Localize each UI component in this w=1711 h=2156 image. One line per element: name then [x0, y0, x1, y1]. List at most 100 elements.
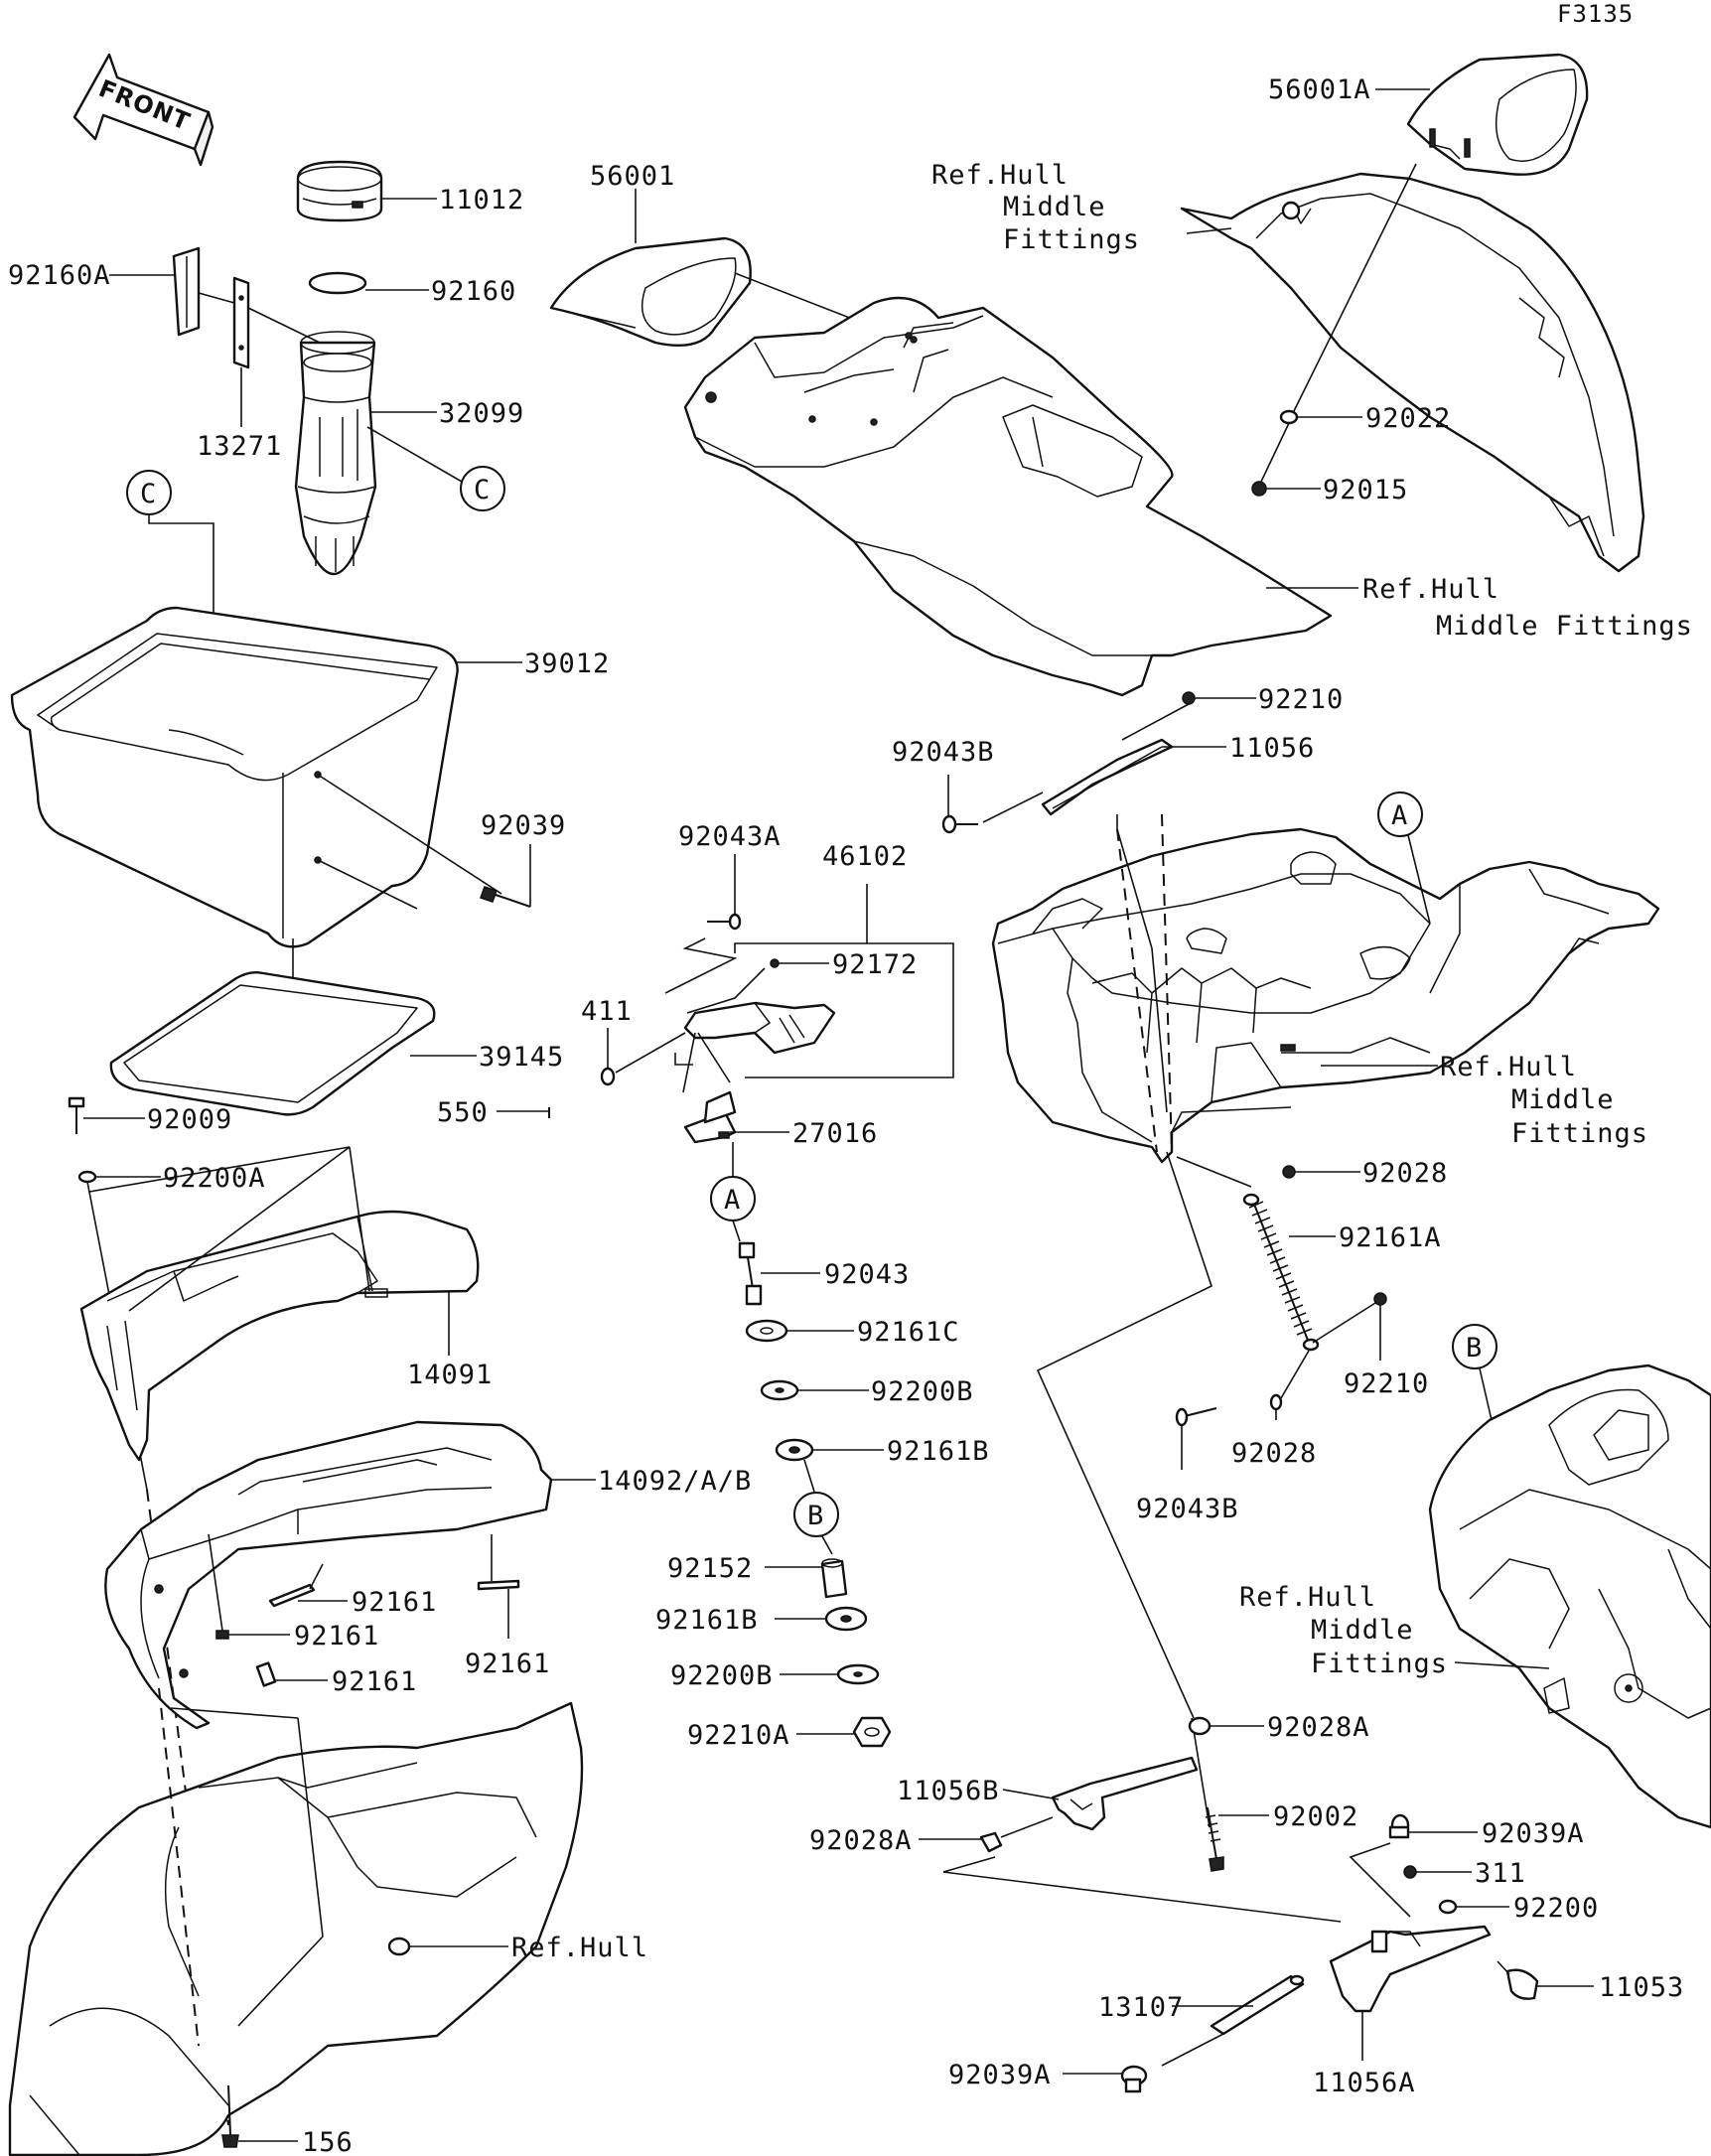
label-ref-hull-mf-1-line1: Ref.Hull: [931, 160, 1069, 191]
middle-fittings-assembly: [991, 827, 1660, 1164]
label-92160: 92160: [431, 276, 516, 307]
label-ref-hull-mf-3-line1: Ref.Hull: [1440, 1052, 1577, 1082]
lever-11056B: [1051, 1756, 1199, 1831]
label-ref-hull-mf-3-line3: Fittings: [1511, 1118, 1648, 1149]
hook-11056A: [1329, 1925, 1492, 2013]
hull-front: [8, 1701, 584, 2156]
screw-92039A-top: [1388, 1813, 1410, 1839]
label-11056: 11056: [1229, 733, 1315, 764]
label-39145: 39145: [479, 1042, 564, 1073]
bolt-92043B-mid: [1175, 1407, 1217, 1427]
label-56001: 56001: [590, 161, 675, 192]
washer-92200: [1438, 1899, 1458, 1915]
label-92161-c: 92161: [332, 1666, 417, 1697]
label-411: 411: [581, 996, 633, 1027]
label-ref-hull-mf-2-line2: Middle Fittings: [1436, 611, 1693, 642]
front-arrow-icon: FRONT: [72, 53, 214, 167]
screw-92009: [68, 1096, 85, 1134]
label-14092: 14092/A/B: [598, 1466, 752, 1497]
label-92002: 92002: [1273, 1801, 1358, 1832]
label-11056B: 11056B: [897, 1776, 1000, 1806]
label-92200B-bot: 92200B: [670, 1660, 774, 1691]
label-27016: 27016: [792, 1118, 878, 1149]
nut-92015: [1251, 481, 1267, 497]
label-92161A: 92161A: [1339, 1222, 1442, 1253]
ref-a-mid-label: A: [724, 1185, 741, 1216]
nut-92028A-top: [1188, 1716, 1212, 1736]
bolt-92002: [1205, 1806, 1224, 1872]
ref-c-left-label: C: [140, 479, 157, 509]
bolt-92043B-top: [941, 814, 978, 834]
label-92039A-bot: 92039A: [948, 2060, 1052, 2090]
washer-92200A: [77, 1170, 97, 1184]
ref-circle-a-right: [1377, 791, 1423, 837]
label-ref-hull-mf-1-line3: Fittings: [1003, 224, 1140, 255]
cover-14092: [104, 1420, 553, 1730]
label-11012: 11012: [439, 185, 524, 216]
label-92028A-top: 92028A: [1267, 1712, 1370, 1743]
label-92043B-mid: 92043B: [1136, 1494, 1239, 1524]
label-ref-hull-mf-3-line2: Middle: [1511, 1084, 1615, 1115]
label-11053: 11053: [1599, 1972, 1684, 2003]
label-92039: 92039: [481, 810, 566, 841]
spring-92161A: [1242, 1193, 1320, 1352]
label-92161C: 92161C: [857, 1317, 960, 1348]
label-92210A: 92210A: [687, 1720, 790, 1751]
clip-92161-b: [215, 1630, 229, 1640]
label-92028-mid: 92028: [1231, 1438, 1317, 1469]
label-92200A: 92200A: [163, 1163, 266, 1194]
label-92009: 92009: [147, 1104, 232, 1135]
label-14091: 14091: [407, 1360, 493, 1390]
label-92039A-top: 92039A: [1482, 1818, 1585, 1849]
grommet-92161C: [745, 1319, 788, 1343]
bracket-13271: [232, 276, 250, 369]
cover-14091: [79, 1210, 480, 1462]
bolt-92043A: [707, 913, 742, 931]
ref-a-right-label: A: [1391, 800, 1408, 831]
mirror-56001A: [1406, 53, 1589, 176]
label-92161-d: 92161: [465, 1649, 550, 1679]
latch-46102: [683, 1001, 836, 1055]
label-92043A: 92043A: [678, 821, 782, 852]
figure-id: F3135: [1557, 0, 1634, 28]
label-11056A: 11056A: [1313, 2068, 1416, 2098]
label-92210-top: 92210: [1258, 684, 1344, 715]
washer-92022: [1279, 409, 1299, 425]
label-ref-hull-mf-4-line1: Ref.Hull: [1239, 1582, 1376, 1613]
label-550: 550: [437, 1097, 489, 1128]
label-92200B-top: 92200B: [871, 1376, 974, 1407]
label-32099: 32099: [439, 398, 524, 429]
label-92200: 92200: [1513, 1893, 1599, 1924]
label-13107: 13107: [1098, 1992, 1184, 2023]
collar-92152: [820, 1558, 848, 1599]
label-92043: 92043: [824, 1259, 910, 1290]
stay-11056: [1041, 738, 1174, 816]
nut-92028-top: [1282, 1165, 1296, 1179]
label-92015: 92015: [1323, 475, 1408, 505]
stud-92043: [738, 1241, 763, 1306]
washer-92028-mid: [1269, 1393, 1283, 1411]
label-ref-hull: Ref.Hull: [511, 1933, 648, 1963]
label-92152: 92152: [667, 1553, 753, 1584]
washer-411: [600, 1067, 616, 1086]
ref-circle-c-top: [460, 466, 505, 511]
label-156: 156: [302, 2127, 354, 2156]
bolt-156: [221, 2084, 239, 2148]
ref-c-top-label: C: [474, 475, 491, 505]
label-92043B-top: 92043B: [892, 737, 995, 768]
label-311: 311: [1475, 1858, 1526, 1889]
ref-b-right-label: B: [1466, 1333, 1483, 1364]
cap-11012: [296, 160, 383, 222]
ref-b-mid-label: B: [807, 1501, 824, 1531]
label-46102: 46102: [822, 841, 908, 872]
nut-311: [1403, 1865, 1417, 1879]
nut-92210A: [852, 1716, 892, 1748]
ref-circle-b-right: [1452, 1324, 1497, 1369]
panel-right-top: [1180, 172, 1645, 573]
nut-92210-mid: [1373, 1292, 1387, 1306]
label-ref-hull-mf-2-line1: Ref.Hull: [1362, 574, 1499, 605]
label-ref-hull-mf-4-line2: Middle: [1311, 1615, 1414, 1646]
label-13271: 13271: [197, 431, 282, 462]
seat-base-right: [1428, 1364, 1711, 1829]
clip-92161-d: [477, 1579, 520, 1591]
